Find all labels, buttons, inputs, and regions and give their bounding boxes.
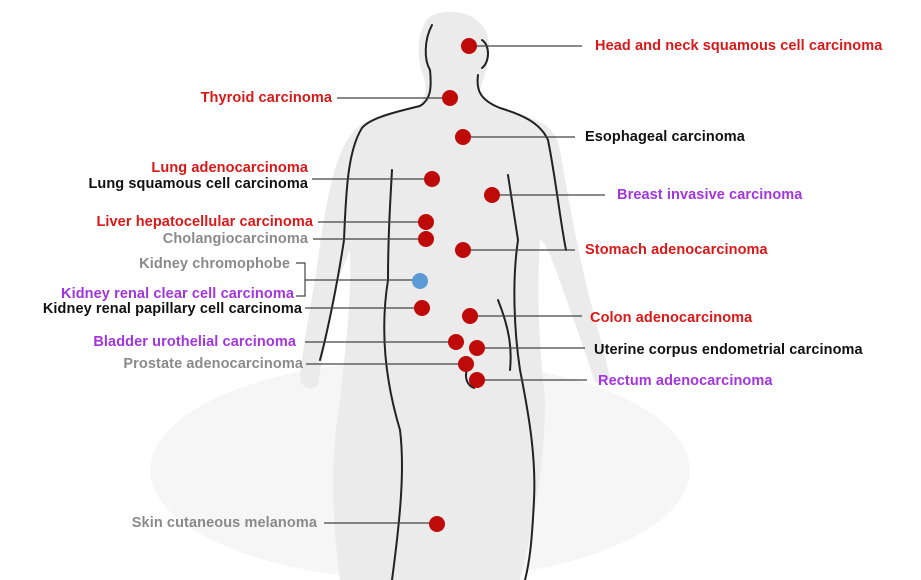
label-liver: Liver hepatocellular carcinoma [96,214,313,230]
label-prostate: Prostate adenocarcinoma [123,356,303,372]
dot-esophageal [455,129,471,145]
label-kidney-clear: Kidney renal clear cell carcinoma [61,286,294,302]
label-head-neck: Head and neck squamous cell carcinoma [595,38,882,54]
label-rectum: Rectum adenocarcinoma [598,373,773,389]
dot-skin [429,516,445,532]
dot-bladder [448,334,464,350]
label-skin: Skin cutaneous melanoma [132,515,317,531]
label-kidney-chromophobe: Kidney chromophobe [139,256,290,272]
label-uterine: Uterine corpus endometrial carcinoma [594,342,863,358]
dot-stomach [455,242,471,258]
label-bladder: Bladder urothelial carcinoma [93,334,296,350]
label-lung-squamous: Lung squamous cell carcinoma [88,176,308,192]
label-colon: Colon adenocarcinoma [590,310,752,326]
label-cholangio: Cholangiocarcinoma [163,231,308,247]
label-esophageal: Esophageal carcinoma [585,129,745,145]
label-stomach: Stomach adenocarcinoma [585,242,768,258]
label-breast: Breast invasive carcinoma [617,187,802,203]
label-lung-adeno: Lung adenocarcinoma [151,160,308,176]
dot-kidney-papillary [414,300,430,316]
dot-kidney [412,273,428,289]
dot-liver [418,214,434,230]
dot-head-neck [461,38,477,54]
label-kidney-papillary: Kidney renal papillary cell carcinoma [43,301,302,317]
kidney-bracket [296,263,305,296]
dot-colon [462,308,478,324]
dot-lung [424,171,440,187]
dot-breast [484,187,500,203]
dot-prostate [458,356,474,372]
label-thyroid: Thyroid carcinoma [201,90,332,106]
dot-cholangio [418,231,434,247]
dot-rectum [469,372,485,388]
dot-uterine [469,340,485,356]
dot-thyroid [442,90,458,106]
